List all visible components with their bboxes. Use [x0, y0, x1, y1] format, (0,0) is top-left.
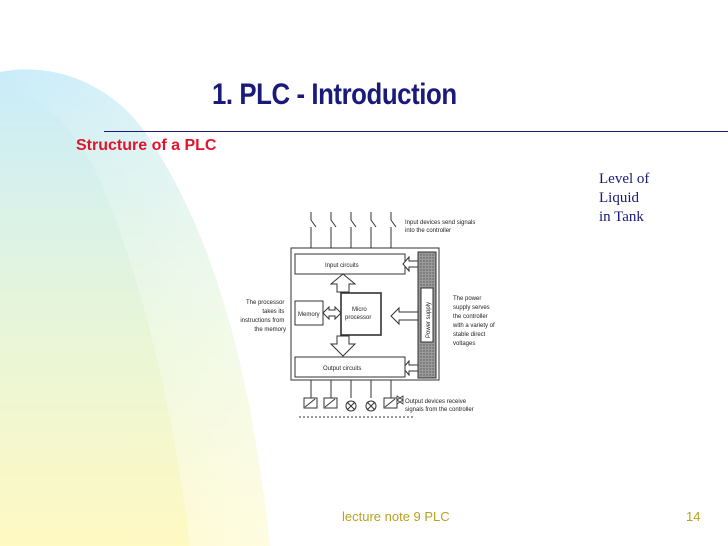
page-number: 14 — [686, 509, 701, 524]
side-note-line-1: Level of — [599, 171, 650, 187]
input-switches — [310, 212, 397, 248]
microprocessor-label-line-2: processor — [345, 315, 371, 321]
output-circuits-label: Output circuits — [323, 366, 361, 372]
arrow-input-to-processor — [329, 273, 357, 293]
power-arrows — [390, 255, 419, 377]
output-devices — [299, 380, 413, 418]
side-note-line-2: Liquid — [599, 190, 639, 206]
power-annotation: The power supply serves the controller w… — [452, 296, 496, 347]
footer-text: lecture note 9 PLC — [342, 509, 450, 524]
controller-box — [290, 247, 440, 381]
side-note-line-3: in Tank — [599, 209, 644, 225]
input-annotation: Input devices send signals into the cont… — [405, 220, 477, 234]
svg-text:The processor takes its: The processor takes its instructions fro… — [240, 300, 286, 333]
microprocessor-label-line-1: Micro — [352, 307, 367, 313]
valve-icon — [396, 395, 404, 405]
input-circuits-label: Input circuits — [325, 263, 359, 269]
output-circuits-box — [294, 356, 406, 378]
memory-label: Memory — [298, 312, 320, 318]
title-divider — [104, 131, 728, 132]
side-note: Level of Liquid in Tank — [599, 170, 689, 227]
power-supply-box — [420, 287, 434, 343]
microprocessor-box — [340, 292, 382, 336]
arrow-processor-to-output — [329, 335, 357, 357]
slide-subtitle: Structure of a PLC — [76, 137, 217, 154]
power-supply-label: Power supply — [426, 302, 432, 338]
slide-title: 1. PLC - Introduction — [212, 78, 457, 111]
arrow-memory-processor — [322, 305, 342, 321]
output-annotation: Output devices receive signals from the … — [405, 399, 474, 413]
processor-annotation: The processor takes its instructions fro… — [240, 300, 286, 333]
plc-structure-diagram: Input circuits Power supply Memory Micro… — [290, 212, 496, 418]
